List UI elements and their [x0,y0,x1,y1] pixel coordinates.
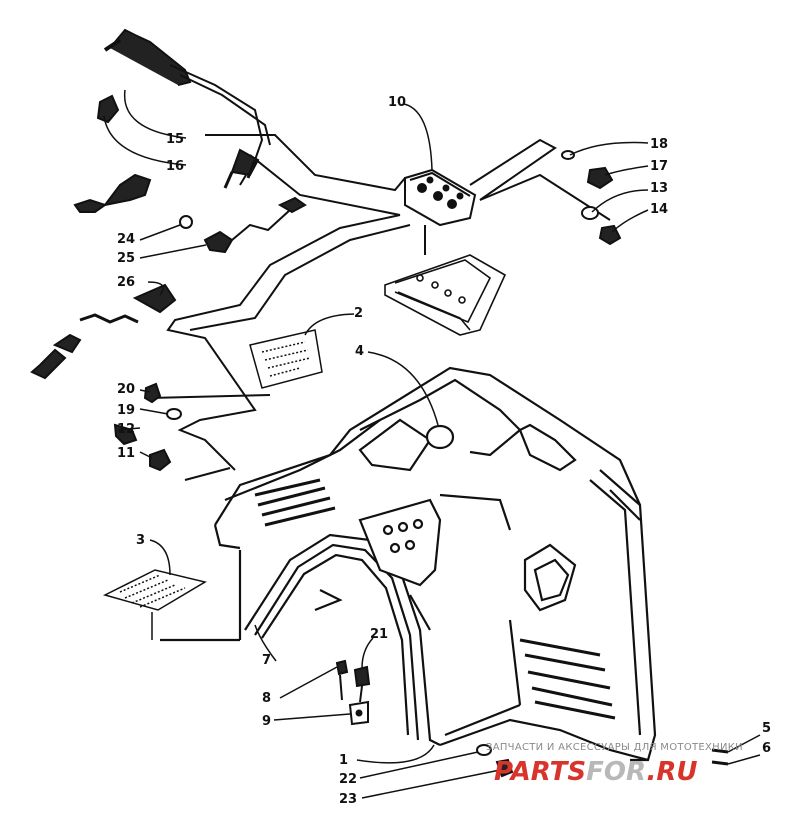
callout-8: 8 [262,691,271,706]
callout-20: 20 [117,382,135,397]
callout-18: 18 [650,137,668,152]
callout-6: 6 [762,741,771,756]
callout-labels: 1 2 3 4 5 6 7 8 9 10 11 12 13 14 15 16 1… [117,95,771,807]
callout-3: 3 [136,533,145,548]
electrical-connectors [30,173,307,380]
watermark-logo-part1: PARTS [494,757,586,787]
callout-15: 15 [166,132,184,147]
watermark-tagline: ЗАПЧАСТИ И АКСЕССУАРЫ ДЛЯ МОТОТЕХНИКИ [486,742,743,753]
watermark-logo: PARTSFOR.RU [494,757,698,787]
callout-9: 9 [262,714,271,729]
leader-lines [103,89,761,799]
callout-13: 13 [650,181,668,196]
callout-11: 11 [117,446,135,461]
panel-detail-inset [384,254,507,336]
console-hood-body [160,366,657,762]
watermark-logo-part2: FOR [586,757,646,787]
bracket-hardware [335,659,371,726]
callout-25: 25 [117,251,135,266]
callout-12: 12 [117,422,135,437]
callout-21: 21 [370,627,388,642]
callout-26: 26 [117,275,135,290]
callout-24: 24 [117,232,135,247]
callout-16: 16 [166,159,184,174]
callout-10: 10 [388,95,406,110]
callout-4: 4 [355,344,364,359]
watermark-logo-part3: .RU [646,757,697,787]
callout-2: 2 [354,306,363,321]
switch-hardware [113,382,182,472]
callout-23: 23 [339,792,357,807]
throttle-cable-assembly [96,28,271,189]
decal-2 [249,329,323,389]
callout-1: 1 [339,753,348,768]
callout-7: 7 [262,653,271,668]
callout-17: 17 [650,159,668,174]
callout-5: 5 [762,721,771,736]
decal-3 [102,569,207,611]
callout-19: 19 [117,403,135,418]
callout-22: 22 [339,772,357,787]
bottom-hardware [476,744,729,778]
dash-panel-plate [404,168,477,255]
watermark: ЗАПЧАСТИ И АКСЕССУАРЫ ДЛЯ МОТОТЕХНИКИ PA… [486,742,743,787]
wiring-harness-outline [149,134,611,481]
callout-14: 14 [650,202,668,217]
